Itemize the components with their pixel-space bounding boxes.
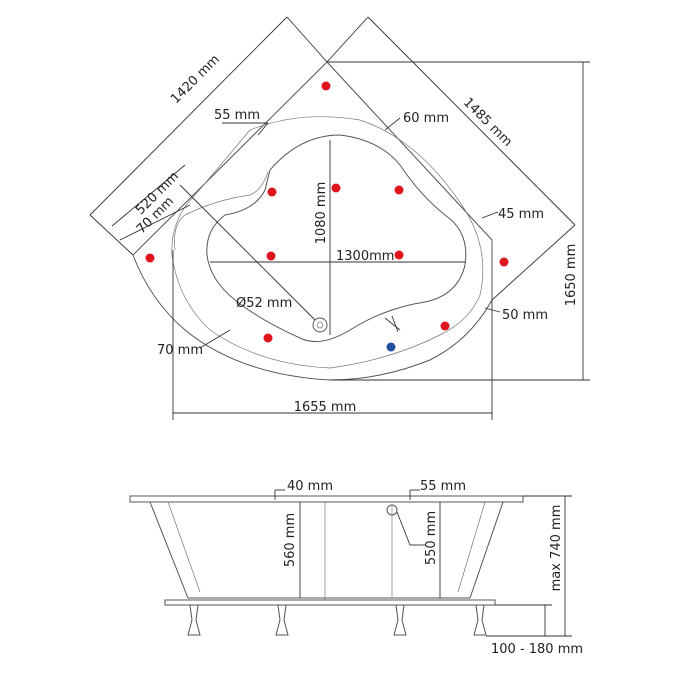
leader-50 [484,307,501,313]
overflow-marker-icon [384,315,401,333]
label-55: 55 mm [214,108,260,123]
wall-line-right [367,16,576,226]
label-1655: 1655 mm [294,400,357,415]
label-40: 40 mm [287,479,333,494]
side-rim [129,495,524,503]
label-550: 550 mm [424,511,439,565]
label-60: 60 mm [403,111,449,126]
label-50: 50 mm [502,308,548,323]
side-view: 40 mm 55 mm 560 mm 550 mm max 740 mm 100… [129,479,583,657]
jet-icon [267,187,277,197]
side-base-frame [164,599,496,606]
label-max740: max 740 mm [549,505,564,592]
wall-end-left [89,214,134,256]
leader-60 [384,117,401,131]
dim-line-520 [111,164,186,227]
label-70b: 70 mm [157,343,203,358]
top-view: 1420 mm 1485 mm 55 mm 60 mm 520 mm 70 mm… [89,16,590,420]
drain-inner-icon [316,321,324,329]
label-45: 45 mm [498,207,544,222]
leader-55b [257,122,269,136]
dim-line-drain [179,184,321,326]
label-1485: 1485 mm [460,95,515,150]
air-nozzle-icon [386,342,396,352]
label-1650: 1650 mm [564,244,579,307]
leg [473,604,487,636]
leader-drain [396,511,411,546]
jet-icon [394,250,404,260]
leader-70b [199,329,231,349]
jet-icon [266,251,276,261]
label-1420: 1420 mm [168,52,223,107]
leader-45 [481,211,499,219]
label-560: 560 mm [283,513,298,567]
label-1080: 1080 mm [314,182,329,245]
wall-line-left [89,16,288,216]
side-inner-lines [167,501,486,593]
side-tub-body [149,501,504,599]
wall-end-right [491,224,576,301]
leg [187,604,201,636]
jet-icon [321,81,331,91]
jet-icon [145,253,155,263]
label-legs: 100 - 180 mm [491,642,583,657]
jet-icon [331,183,341,193]
jet-icon [499,257,509,267]
tub-bowl-lobe [174,171,269,251]
dim-line-70a [119,204,191,241]
label-55s: 55 mm [420,479,466,494]
jet-icon [263,333,273,343]
jet-icon [394,185,404,195]
tub-inner-edge [171,116,484,369]
leg [275,604,289,636]
wall-corner-right [326,16,369,63]
leg [393,604,407,636]
drain-icon [312,317,328,333]
jet-icon [440,321,450,331]
label-52: Ø52 mm [236,296,292,311]
label-1300: 1300mm [336,249,394,264]
wall-corner-left [286,16,328,63]
